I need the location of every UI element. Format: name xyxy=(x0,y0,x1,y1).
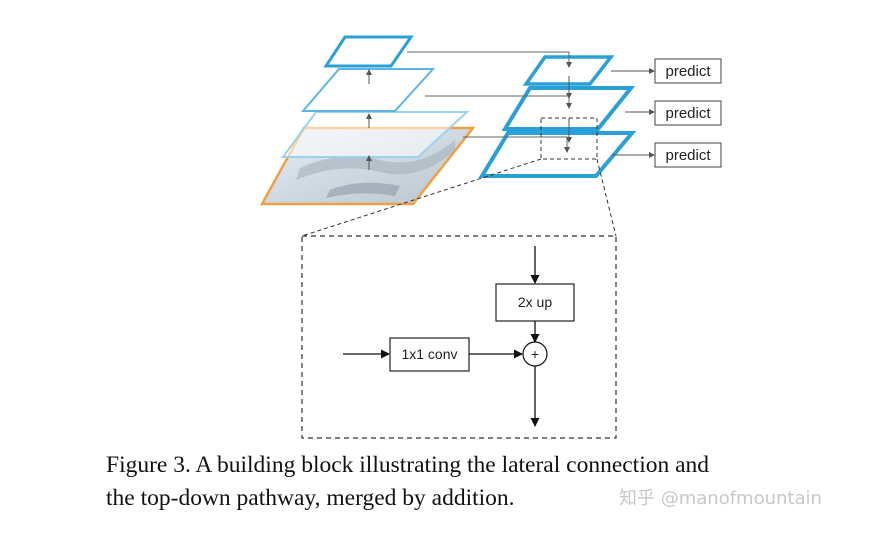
merge-symbol: + xyxy=(531,346,539,362)
lateral-connection-top xyxy=(407,51,572,68)
lateral-connection-middle xyxy=(425,95,572,109)
predict-label-3: predict xyxy=(665,147,711,164)
bottom-up-level-1 xyxy=(281,111,470,158)
predict-label-1: predict xyxy=(665,63,711,80)
upsample-box: 2x up xyxy=(495,283,575,322)
predict-label-2: predict xyxy=(665,105,711,122)
caption-line-1: Figure 3. A building block illustrating … xyxy=(106,452,710,478)
caption-line-2: the top-down pathway, merged by addition… xyxy=(106,485,515,511)
lateral-connection-bottom xyxy=(463,136,570,153)
predict-box-3: predict xyxy=(654,142,722,168)
upsample-label: 2x up xyxy=(518,294,552,310)
predict-box-1: predict xyxy=(654,58,722,84)
highlight-region xyxy=(540,117,598,160)
merge-add-node: + xyxy=(522,341,548,367)
top-down-level-3 xyxy=(478,131,637,178)
watermark: 知乎 @manofmountain xyxy=(619,488,822,509)
figure-caption: Figure 3. A building block illustrating … xyxy=(106,449,886,515)
top-down-level-2 xyxy=(501,86,636,131)
predict-box-2: predict xyxy=(654,100,722,126)
top-down-level-1 xyxy=(522,55,615,86)
bottom-up-level-2 xyxy=(300,68,436,112)
conv-label: 1x1 conv xyxy=(401,346,457,362)
conv-box: 1x1 conv xyxy=(389,337,470,372)
building-block-frame xyxy=(301,235,617,439)
bottom-up-level-3 xyxy=(323,35,414,68)
zoom-connector-right xyxy=(596,158,617,237)
